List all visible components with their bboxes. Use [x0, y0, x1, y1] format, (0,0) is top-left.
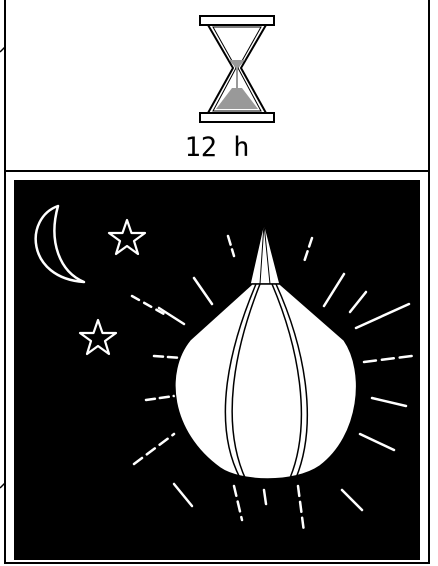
night-scene-panel: [14, 180, 420, 560]
duration-label: 12 h: [6, 132, 428, 164]
star-icon: [80, 320, 116, 354]
moon-icon: [36, 206, 84, 282]
hourglass-icon: [196, 10, 278, 130]
lantern-lamp-icon: [175, 222, 357, 480]
night-scene: [14, 180, 420, 560]
instruction-card: 12 h: [4, 0, 430, 564]
timer-panel: 12 h: [6, 0, 428, 172]
star-icon: [109, 220, 145, 254]
